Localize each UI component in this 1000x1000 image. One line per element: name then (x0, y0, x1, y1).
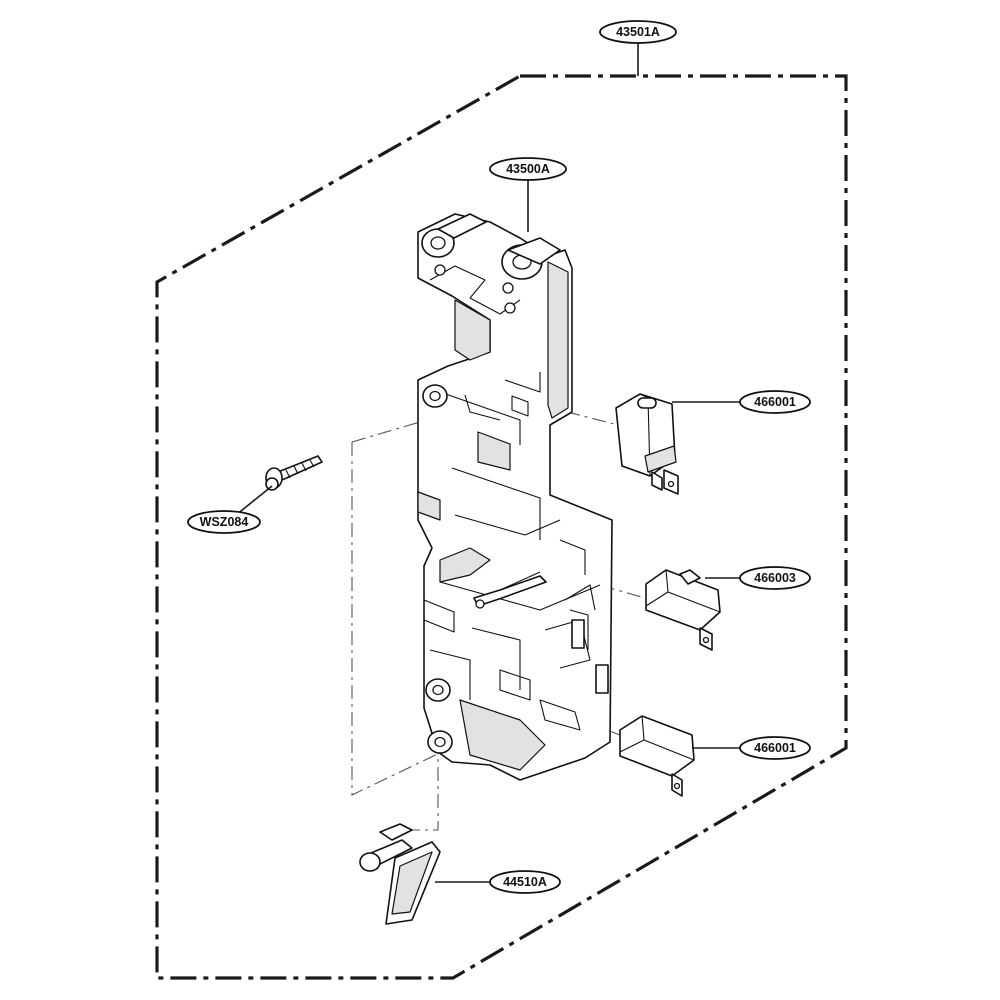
callout-switch-middle-label: 466003 (754, 571, 796, 585)
callout-assembly: 43501A (599, 20, 677, 44)
callout-lever-label: 44510A (503, 875, 547, 889)
lever-part (359, 823, 441, 925)
callout-screw-label: WSZ084 (200, 515, 249, 529)
callout-switch-bottom: 466001 (739, 736, 811, 760)
screw-part (265, 455, 323, 491)
callout-switch-top-label: 466001 (754, 395, 796, 409)
callout-screw: WSZ084 (187, 510, 261, 534)
callout-lever: 44510A (489, 870, 561, 894)
callout-frame-body: 43500A (489, 157, 567, 181)
switch-middle-part (645, 569, 721, 651)
frame-body-part (417, 213, 613, 781)
callout-switch-bottom-label: 466001 (754, 741, 796, 755)
callout-assembly-label: 43501A (616, 25, 660, 39)
switch-bottom-part (619, 715, 695, 797)
callout-switch-top: 466001 (739, 390, 811, 414)
callout-leaders (235, 40, 742, 883)
assembly-boundary (155, 74, 848, 980)
callout-switch-middle: 466003 (739, 566, 811, 590)
switch-top-part (615, 393, 679, 495)
callout-frame-body-label: 43500A (506, 162, 550, 176)
